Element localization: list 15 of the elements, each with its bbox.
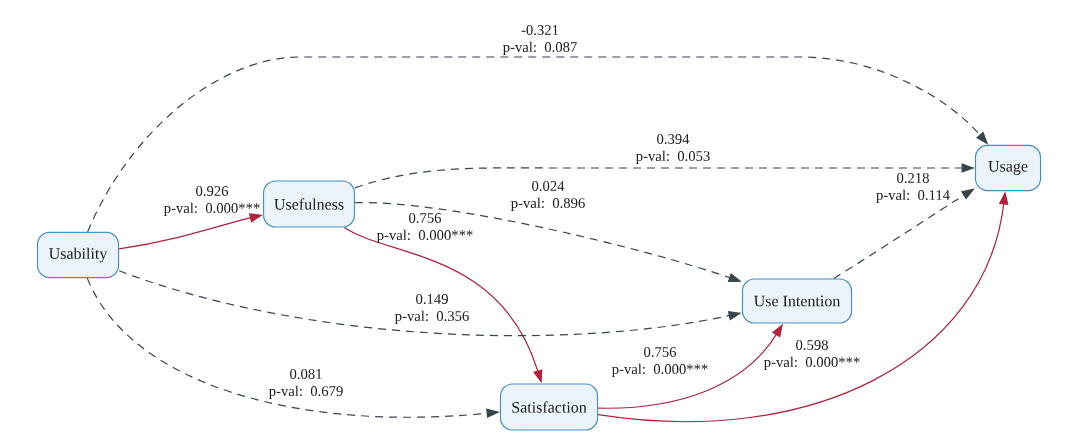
edge-label: 0.218 p-val: 0.114 [876,173,950,203]
rounded-box: Use Intention [741,278,853,324]
edge-label: 0.756 p-val: 0.000*** [376,213,473,243]
rounded-box: Usage [974,144,1042,192]
edge-label: 0.926 p-val: 0.000*** [163,186,260,216]
edge-label: -0.321 p-val: 0.087 [502,25,577,55]
edge-label: 0.756 p-val: 0.000*** [611,347,708,377]
rounded-box: Satisfaction [499,383,599,431]
edge-label: 0.024 p-val: 0.896 [510,181,585,211]
edge-label: 0.394 p-val: 0.053 [635,134,710,164]
edge-label: 0.149 p-val: 0.356 [394,294,469,324]
rounded-box: Usability [36,231,120,279]
edge-label: 0.081 p-val: 0.679 [268,369,343,399]
edge-label: 0.598 p-val: 0.000*** [763,340,860,370]
rounded-box: Usefulness [262,180,356,228]
